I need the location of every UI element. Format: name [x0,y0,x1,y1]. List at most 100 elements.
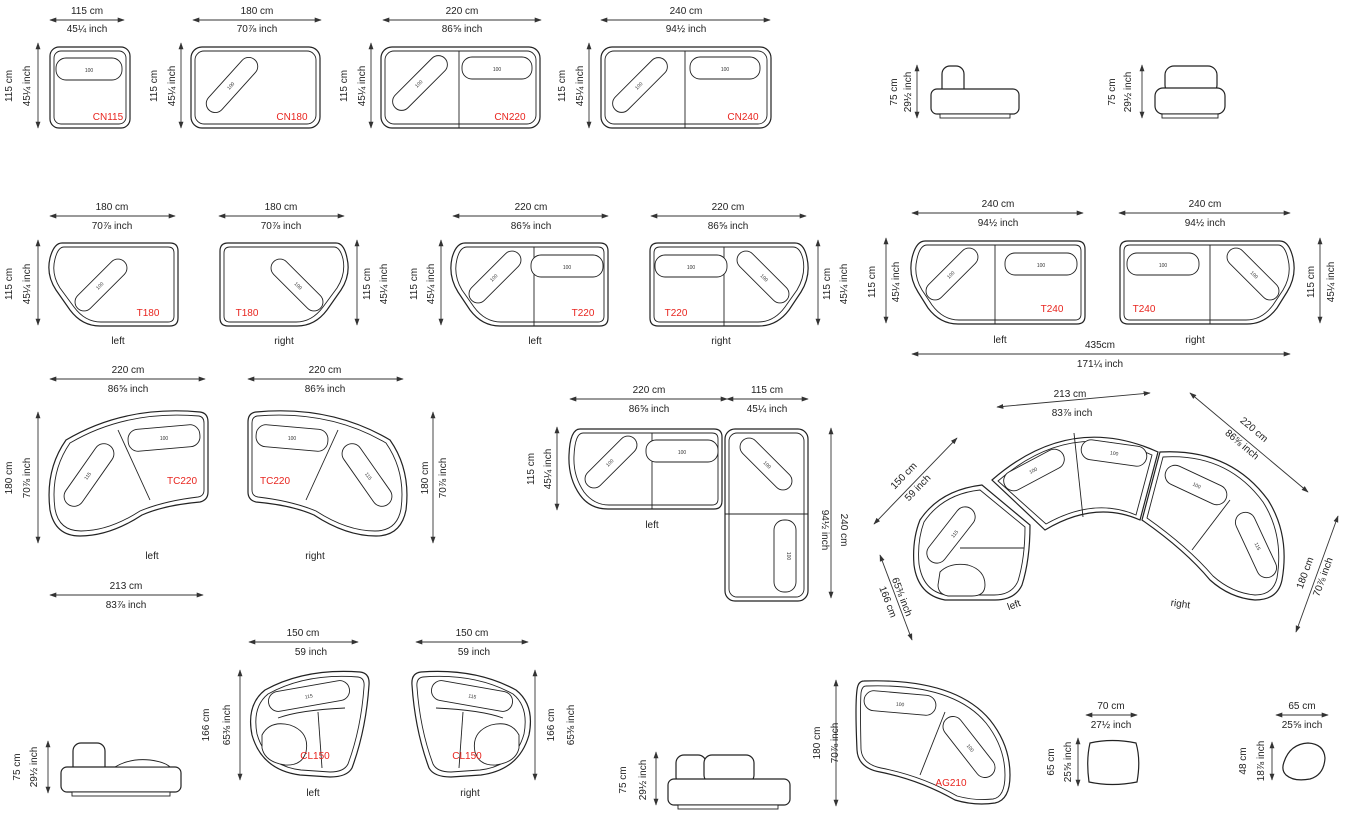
dim-width-cm: 115 cm [71,6,103,17]
cushion [1234,511,1278,579]
dim-width-in: 83⅞ inch [1052,408,1093,419]
module-code: T240 [1133,304,1156,315]
dim-height-in: 70⅞ inch [22,458,33,499]
cushion-size: 100 [489,273,499,283]
dim-total-cm: 435cm [1085,340,1115,351]
cushion-size: 100 [1249,270,1259,280]
base [667,778,791,806]
module-cn180: 180 cm 70⅞ inch 115 cm 45¼ inch 100 CN18… [149,6,322,129]
cushion-size: 100 [226,81,236,91]
dim-213-left: 213 cm 83⅞ inch [49,581,204,611]
dim-width-cm: 220 cm [633,385,666,396]
cushion-size: 100 [493,67,502,73]
dim-height-cm: 115 cm [4,70,15,102]
dim-width-in: 45¼ inch [747,403,788,415]
module-pouf-65: 65 cm 25⅝ inch 48 cm 18⅞ inch [1238,701,1329,782]
cushion [205,56,259,114]
cushion [1080,439,1148,467]
cushion-size: 100 [605,458,615,468]
cushion-size: 100 [95,281,105,291]
cushion-size: 115 [468,693,477,700]
module-tc220-left: 220 cm 86⅝ inch 180 cm 70⅞ inch 100 115 … [4,365,209,562]
plinth [71,791,171,797]
cushion-size: 100 [678,450,687,456]
module-pouf-70: 70 cm 27½ inch 65 cm 25⅝ inch [1046,701,1140,787]
front-elevation-armchair: 75 cm 29½ inch [1107,64,1226,119]
cushion [942,716,996,778]
dim-width-cm: 70 cm [1097,701,1124,712]
base [930,88,1020,115]
dim-width-in: 70⅞ inch [92,221,133,232]
dim-height-in: 45¼ inch [166,66,178,107]
orientation-caption: left [993,335,1007,346]
orientation-caption: right [1170,598,1191,612]
cushion-size: 100 [1037,263,1046,269]
seat-pouf [937,563,986,597]
dim-width-in: 59 inch [458,647,490,658]
dim-height-in: 45¼ inch [890,262,902,303]
dim-width-in: 86⅝ inch [108,384,149,395]
module-cn220: 220 cm 86⅝ inch 115 cm 45¼ inch 100 100 … [339,6,542,129]
dim-height-cm: 166 cm [201,709,212,742]
module-code: T240 [1041,304,1064,315]
dim-width-in: 86⅝ inch [511,221,552,232]
cushion [1003,448,1065,492]
composition-l-shape: 220 cm 86⅝ inch 115 cm 45¼ inch 115 cm 4… [526,385,849,602]
dim-height-in: 29½ inch [1123,72,1134,113]
seat-pouf [261,723,308,766]
cushion-size: 100 [563,265,572,271]
dim-width-cm: 180 cm [265,202,298,213]
module-t240-left: 240 cm 94½ inch 115 cm 45¼ inch 100 100 … [867,199,1086,346]
cushion [925,247,979,301]
cushion-size: 100 [762,460,772,470]
dim-height-cm: 75 cm [618,766,629,793]
cushion [461,56,533,80]
dim-width-cm: 150 cm [287,628,320,639]
module-seam [458,711,464,769]
side-elevation-chaise: 75 cm 29½ inch [12,740,182,797]
dim-height-in: 45¼ inch [1325,262,1337,303]
cushion [645,439,719,463]
dim-height-cm: 75 cm [12,753,23,780]
cushion [468,250,522,304]
cushion-size: 100 [85,68,94,74]
cushion-size: 115 [304,693,313,700]
cushion [74,258,128,312]
cushion [1004,252,1078,276]
cushion-size: 100 [414,79,424,89]
module-code: CL150 [300,751,330,762]
dim-height-cm: 166 cm [546,709,557,742]
orientation-caption: left [306,788,320,799]
dim-height-in: 29½ inch [638,760,649,801]
cushion-size: 100 [785,552,791,561]
dim-width-in: 94½ inch [978,218,1019,229]
cushion [431,680,513,712]
dim-width-cm: 180 cm [241,6,274,17]
dim-width-cm: 220 cm [309,365,342,376]
cushion [270,258,324,312]
dim-height-cm: 115 cm [526,453,537,485]
cushion [1126,252,1200,276]
cushion-size: 115 [1253,542,1262,552]
dim-height-in: 18⅞ inch [1256,741,1267,782]
cushion [255,424,329,452]
cushion-size: 100 [1028,466,1038,475]
dim-width-in: 94½ inch [1185,218,1226,229]
dim-width-cm: 65 cm [1288,701,1315,712]
cushion [530,254,604,278]
module-code: CL150 [452,751,482,762]
seat-cushion [113,759,172,768]
orientation-caption: right [711,336,731,347]
cushion [736,250,790,304]
orientation-caption: left [111,336,125,347]
cushion-size: 100 [721,67,730,73]
dim-width-in: 86⅝ inch [305,384,346,395]
dim-height-cm: 65 cm [1046,748,1057,775]
dim-width-in: 70⅞ inch [261,221,302,232]
dim-height-in: 45¼ inch [378,264,390,305]
dim-width-in: 59 inch [295,647,327,658]
cushion-size: 100 [965,743,975,753]
dim-width-cm: 150 cm [456,628,489,639]
orientation-caption: left [645,520,659,531]
